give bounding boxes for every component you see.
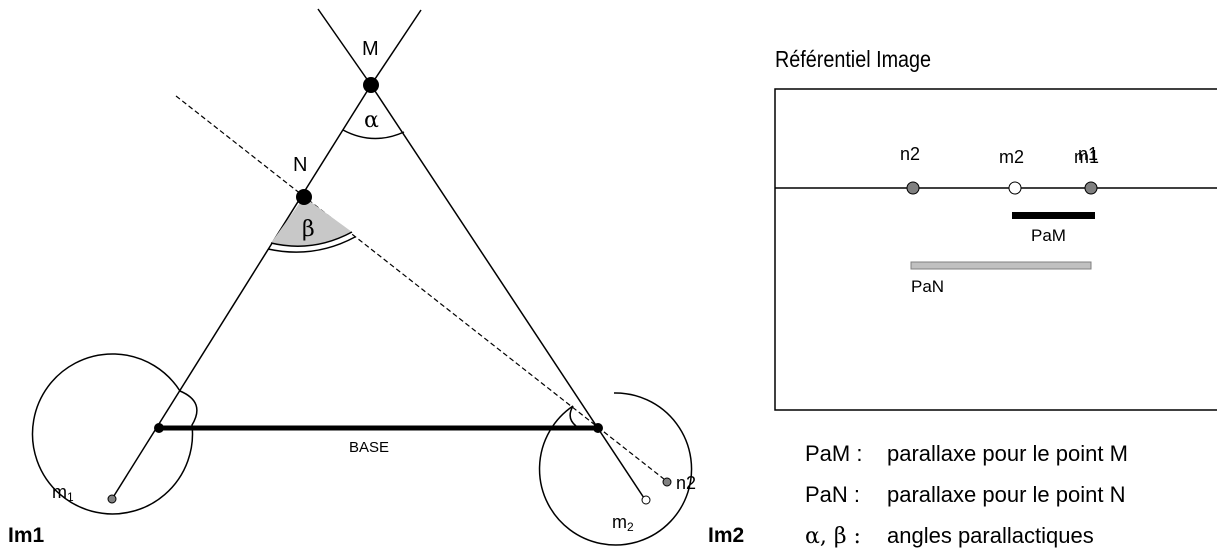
right-eye bbox=[538, 392, 693, 546]
legend: PaM : parallaxe pour le point M PaN : pa… bbox=[805, 441, 1128, 549]
legend-key-pam: PaM : bbox=[805, 441, 862, 466]
label-im1: Im1 bbox=[8, 524, 45, 547]
right-eye-center bbox=[593, 423, 603, 433]
ref-point-n2 bbox=[906, 181, 920, 195]
label-m: M bbox=[362, 38, 379, 60]
ray-m-right bbox=[370, 84, 647, 502]
point-n bbox=[296, 189, 312, 205]
ray-upper-right bbox=[370, 9, 422, 86]
pam-bar bbox=[1012, 212, 1095, 219]
referentiel-image-panel: Référentiel Image n2 m2 n1 m1 PaM PaN bbox=[774, 47, 1217, 411]
label-im2: Im2 bbox=[708, 524, 744, 547]
triangulation-figure: M N α β BASE m1 m2 n2 Im1 Im2 bbox=[8, 8, 744, 547]
left-eye bbox=[31, 353, 198, 515]
point-m1-image bbox=[107, 494, 117, 504]
legend-key-angles: α, β : bbox=[805, 524, 861, 549]
ref-point-m1-n1 bbox=[1084, 181, 1098, 195]
point-n2-image bbox=[662, 477, 672, 487]
beta-arc-inner bbox=[270, 231, 353, 247]
ref-label-m2: m2 bbox=[999, 147, 1024, 167]
label-m2: m2 bbox=[612, 512, 634, 534]
legend-key-pan: PaN : bbox=[805, 482, 860, 507]
ref-label-n1: n1 bbox=[1078, 144, 1098, 164]
pam-label: PaM bbox=[1031, 226, 1066, 245]
ref-point-m2 bbox=[1008, 181, 1022, 195]
label-n2: n2 bbox=[676, 473, 696, 493]
label-m1: m1 bbox=[52, 482, 74, 504]
legend-text-pan: parallaxe pour le point N bbox=[887, 482, 1125, 507]
ref-label-n2: n2 bbox=[900, 144, 920, 164]
legend-text-pam: parallaxe pour le point M bbox=[887, 441, 1128, 466]
pan-bar bbox=[910, 261, 1092, 270]
label-n: N bbox=[293, 154, 307, 176]
legend-text-angles: angles parallactiques bbox=[887, 523, 1094, 548]
label-base: BASE bbox=[349, 439, 389, 456]
beta-arc-outer bbox=[267, 236, 356, 253]
referentiel-frame bbox=[774, 88, 1217, 411]
referentiel-title: Référentiel Image bbox=[775, 47, 931, 73]
pan-label: PaN bbox=[911, 277, 944, 296]
point-m bbox=[363, 77, 379, 93]
alpha-arc bbox=[342, 129, 405, 140]
label-alpha: α bbox=[364, 108, 379, 133]
beta-wedge bbox=[271, 197, 352, 247]
ray-n-dashed bbox=[175, 95, 670, 484]
ref-label-m1-text: m1 bbox=[1074, 147, 1099, 167]
label-beta: β bbox=[302, 217, 315, 242]
point-m2-image bbox=[641, 495, 651, 505]
left-eye-center bbox=[154, 423, 164, 433]
ray-upper-left bbox=[317, 8, 372, 86]
